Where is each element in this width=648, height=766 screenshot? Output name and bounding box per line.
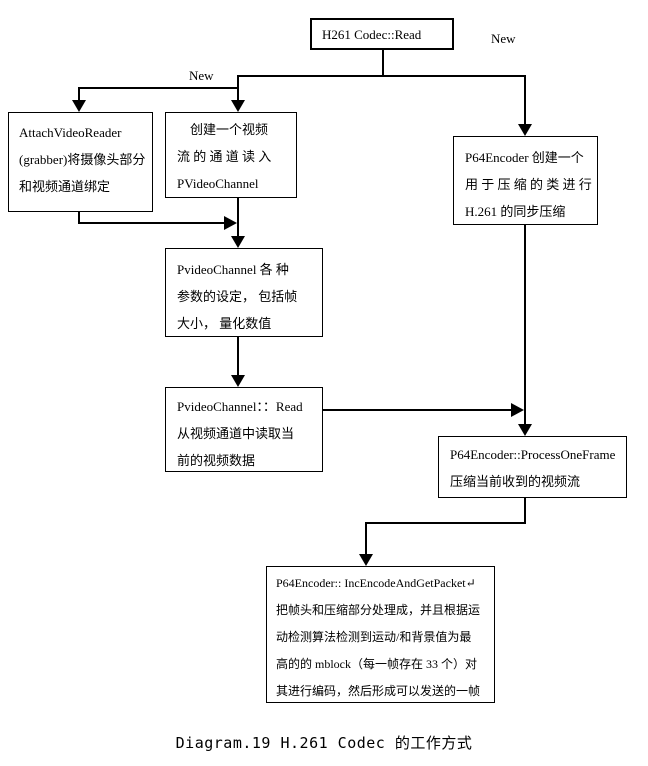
flow-box-pvideochannel-params: PvideoChannel 各 种 参数的设定， 包括帧 大小， 量化数值 [165,248,323,337]
connector-line [365,522,526,524]
connector-line [78,222,224,224]
flow-box-inc-encode-get-packet: P64Encoder:: IncEncodeAndGetPacket↵ 把帧头和… [266,566,495,703]
connector-line [78,87,80,101]
box-text-line: (grabber)将摄像头部分 [19,152,146,167]
arrow-head [518,424,532,436]
flow-box-p64encoder-create: P64Encoder 创建一个 用 于 压 缩 的 类 进 行 H.261 的同… [453,136,598,225]
connector-line [365,522,367,554]
arrow-head [231,375,245,387]
connector-line [237,198,239,236]
connector-line [78,212,80,224]
box-text-line: P64Encoder 创建一个 [465,150,584,165]
box-text-line: 从视频通道中读取当 [177,426,295,441]
box-text-line: PvideoChannel 各 种 [177,262,289,277]
arrow-head [224,216,237,230]
box-text-line: 大小， 量化数值 [177,316,272,331]
connector-line [237,337,239,375]
box-text-line: 高的的 mblock（每一帧存在 33 个）对 [276,657,477,671]
label-new-left: New [189,68,214,83]
arrow-head [518,124,532,136]
arrow-head [72,100,86,112]
connector-line [524,225,526,424]
connector-line [237,75,526,77]
connector-line [237,75,239,101]
box-text-line: AttachVideoReader [19,125,122,140]
flow-box-h261-codec-read: H261 Codec::Read [310,18,454,50]
arrow-head [359,554,373,566]
connector-line [78,87,238,89]
label-new-right: New [491,31,516,46]
box-text-line: 参数的设定， 包括帧 [177,289,298,304]
box-text-line: 和视频通道绑定 [19,179,111,194]
connector-line [323,409,511,411]
box-text-line: PvideoChannel：：Read [177,399,303,414]
box-text-line: P64Encoder:: IncEncodeAndGetPacket↵ [276,576,476,590]
arrow-head [231,100,245,112]
box-text-line: 前的视频数据 [177,453,256,468]
box-text-line: 动检测算法检测到运动/和背景值为最 [276,630,472,644]
flow-box-create-video-channel: 创建一个视频 流 的 通 道 读 入 PVideoChannel [165,112,297,198]
connector-line [382,50,384,76]
box-text-line: 创建一个视频 [190,122,269,137]
box-text-line: PVideoChannel [177,176,259,191]
box-text-line: 用 于 压 缩 的 类 进 行 [465,177,592,192]
box-text-line: 其进行编码，然后形成可以发送的一帧 [276,684,481,698]
arrow-head [511,403,524,417]
connector-line [524,75,526,125]
flow-box-attach-video-reader: AttachVideoReader (grabber)将摄像头部分 和视频通道绑… [8,112,153,212]
flow-box-pvideochannel-read: PvideoChannel：：Read 从视频通道中读取当 前的视频数据 [165,387,323,472]
box-text-line: 把帧头和压缩部分处理成，并且根据运 [276,603,481,617]
box-text-line: P64Encoder::ProcessOneFrame [450,447,616,462]
connector-line [524,498,526,524]
box-text-line: 压缩当前收到的视频流 [450,474,581,489]
diagram-caption: Diagram.19 H.261 Codec 的工作方式 [175,734,473,752]
arrow-head [231,236,245,248]
box-text-line: H261 Codec::Read [322,26,422,42]
flow-box-process-one-frame: P64Encoder::ProcessOneFrame 压缩当前收到的视频流 [438,436,627,498]
box-text-line: 流 的 通 道 读 入 [177,149,272,164]
box-text-line: H.261 的同步压缩 [465,204,566,219]
